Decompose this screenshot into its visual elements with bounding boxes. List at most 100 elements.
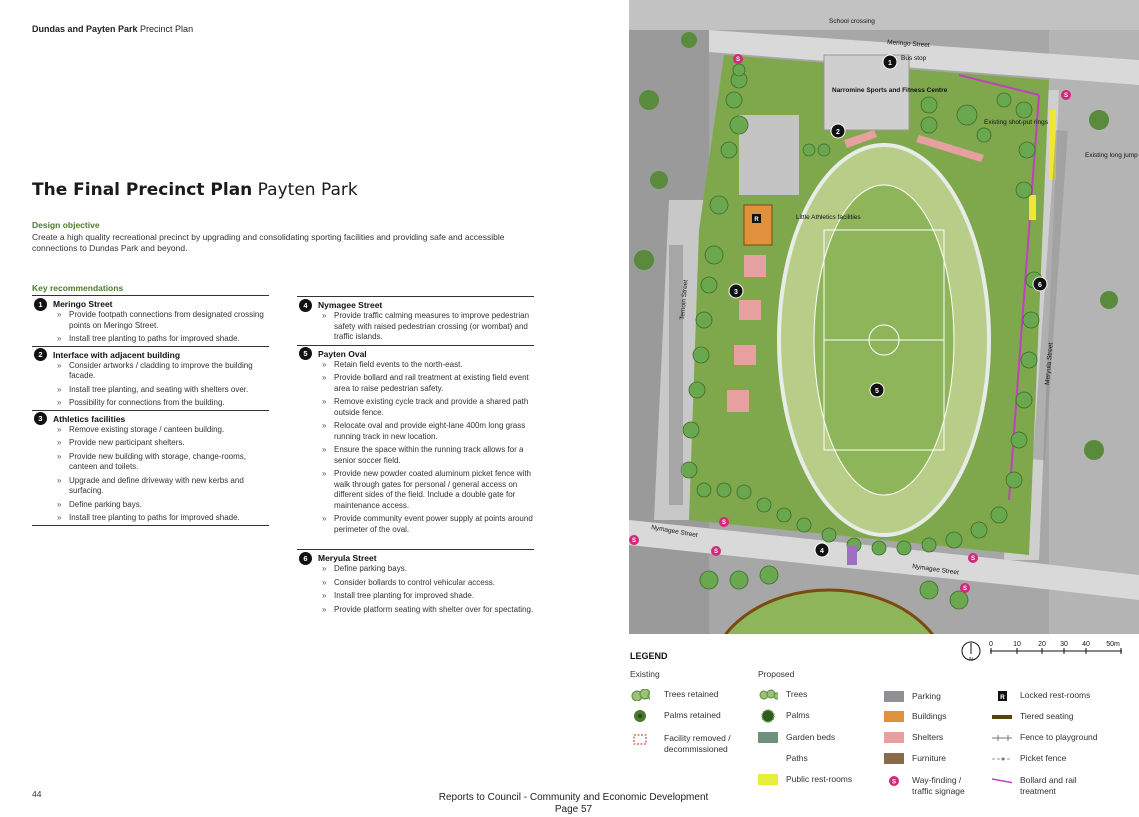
footer-line-1: Reports to Council - Community and Econo…: [438, 792, 709, 803]
legend-item: Buildings: [884, 711, 947, 722]
wayfinding-sign: S: [632, 538, 636, 544]
buildings-icon: [884, 711, 904, 722]
list-item: Possibility for connections from the bui…: [57, 398, 269, 409]
wayfinding-glyph: S: [892, 779, 896, 785]
list-item: Install tree planting to paths for impro…: [57, 513, 269, 524]
wayfinding-sign: S: [963, 586, 967, 592]
map-marker-1: 1: [888, 60, 892, 67]
garden-beds-icon: [758, 732, 778, 743]
palms-icon: [758, 708, 778, 723]
precinct-plan-map: School crossing Meringo Street Bus stop …: [629, 0, 1139, 634]
label-school-crossing: School crossing: [829, 18, 875, 25]
paths-icon: [758, 753, 778, 764]
section-meringo-street: 1 Meringo Street Provide footpath connect…: [32, 296, 269, 347]
legend-title: LEGEND: [630, 651, 668, 661]
site-plan-svg: School crossing Meringo Street Bus stop …: [629, 0, 1139, 634]
page-title: The Final Precinct Plan Payten Park: [32, 180, 358, 200]
document-header: Dundas and Payten Park Precinct Plan: [32, 24, 193, 34]
design-objective: Design objective Create a high quality r…: [32, 220, 532, 254]
list-item: Provide platform seating with shelter ov…: [322, 605, 534, 616]
label-shot-put: Existing shot-put rings: [984, 119, 1049, 126]
shelter: [844, 130, 877, 148]
map-marker-5: 5: [875, 388, 879, 395]
list-item: Remove existing cycle track and provide …: [322, 397, 534, 418]
title-bold: The Final Precinct Plan: [32, 180, 253, 200]
wayfinding-sign: S: [1064, 93, 1068, 99]
objective-text: Create a high quality recreational preci…: [32, 232, 505, 253]
legend-item: Facility removed / decommissioned: [630, 733, 748, 755]
locked-restrooms-icon: R: [992, 690, 1012, 701]
palms-retained-icon: [630, 709, 650, 722]
furniture-icon: [884, 753, 904, 764]
section-title: Nymagee Street: [318, 300, 383, 310]
public-restrooms-icon: [758, 774, 778, 785]
title-rest: Payten Park: [252, 180, 358, 200]
map-marker-6: 6: [1038, 282, 1042, 289]
nymagee-street-road: [629, 520, 1139, 600]
list-item: Provide bollard and rail treatment at ex…: [322, 373, 534, 394]
list-item: Consider bollards to control vehicular a…: [322, 578, 534, 589]
shelter: [739, 300, 761, 320]
scale-tick: 10: [1013, 641, 1021, 648]
list-item: Ensure the space within the running trac…: [322, 445, 534, 466]
shelters-icon: [884, 732, 904, 743]
meringo-street-road: [709, 30, 1139, 85]
list-item: Define parking bays.: [322, 564, 534, 575]
legend-item: Fence to playground: [992, 732, 1098, 743]
scale-tick: 20: [1038, 641, 1046, 648]
list-item: Provide new building with storage, chang…: [57, 452, 269, 473]
legend-item: Garden beds: [758, 732, 835, 743]
footer-line-2: Page 57: [554, 804, 593, 815]
wayfinding-sign: S: [736, 57, 740, 63]
wayfinding-sign: S: [714, 549, 718, 555]
section-title: Meringo Street: [53, 299, 113, 309]
wayfinding-sign: S: [971, 556, 975, 562]
locked-restroom-marker: R: [754, 217, 759, 223]
legend-item: S Way-finding / traffic signage: [884, 775, 984, 797]
section-title: Payten Oval: [318, 348, 367, 359]
list-item: Install tree planting, and seating with …: [57, 385, 269, 396]
legend-item: Bollard and rail treatment: [992, 775, 1100, 797]
dundas-oval: [723, 588, 935, 634]
label-sports-centre: Narromine Sports and Fitness Centre: [832, 87, 948, 94]
parking-bays: [669, 245, 683, 505]
legend-item: R Locked rest-rooms: [992, 690, 1090, 701]
legend-proposed-heading: Proposed: [758, 669, 795, 679]
label-bus-stop: Bus stop: [901, 55, 927, 62]
locked-restroom-glyph: R: [1000, 694, 1005, 701]
list-item: Provide footpath connections from design…: [57, 310, 269, 331]
section-title: Athletics facilities: [53, 413, 126, 424]
marker-5: 5: [299, 347, 312, 360]
page-number: 44: [32, 789, 42, 799]
scale-tick: 50m: [1106, 641, 1120, 648]
legend-item: Furniture: [884, 753, 946, 764]
parking-icon: [884, 691, 904, 702]
legend-existing-heading: Existing: [630, 669, 660, 679]
list-item: Define parking bays.: [57, 500, 269, 511]
shelter: [744, 255, 766, 277]
label-long-jump: Existing long jump: [1085, 152, 1138, 159]
legend-item: Tiered seating: [992, 711, 1074, 722]
label-meryula-street: Meryula Street: [1044, 342, 1055, 385]
trees-group: [680, 63, 1043, 610]
marker-2: 2: [34, 348, 47, 361]
label-temoin-street: Temoin Street: [679, 279, 689, 320]
legend-item: Picket fence: [992, 753, 1066, 764]
recommendations-column-1: 1 Meringo Street Provide footpath connect…: [32, 296, 269, 526]
legend-item: Public rest-rooms: [758, 774, 852, 785]
marker-1: 1: [34, 297, 47, 311]
bollard-rail-line: [1008, 94, 1040, 501]
north-arrow-icon: N: [969, 657, 973, 663]
list-item: Consider artworks / cladding to improve …: [57, 361, 269, 382]
legend-item: Trees retained: [630, 688, 719, 701]
list-item: Install tree planting for improved shade…: [322, 591, 534, 602]
raised-crossing: [847, 545, 857, 565]
scale-tick: 30: [1060, 641, 1068, 648]
map-marker-4: 4: [820, 548, 824, 555]
list-item: Install tree planting to paths for impro…: [57, 334, 269, 345]
